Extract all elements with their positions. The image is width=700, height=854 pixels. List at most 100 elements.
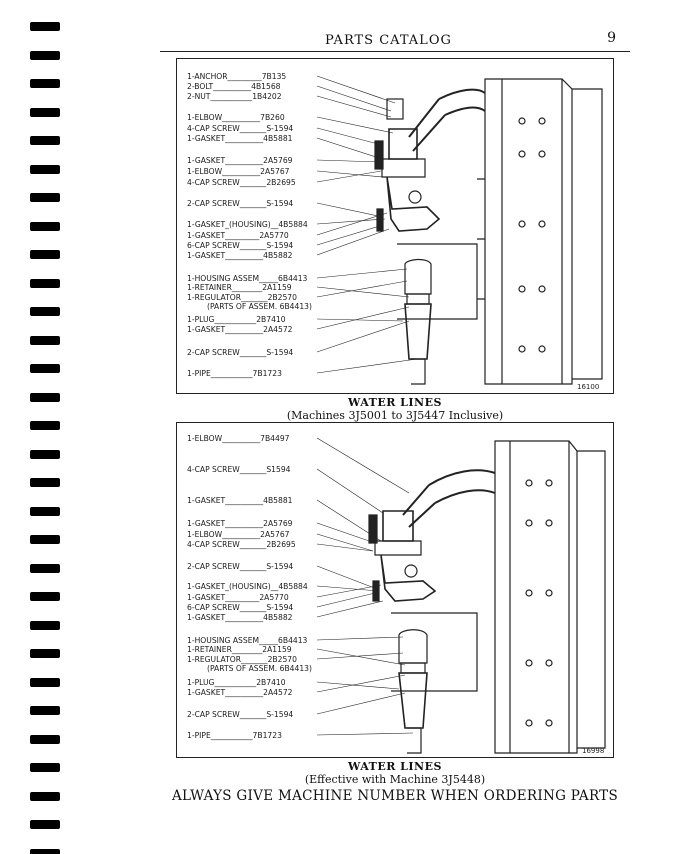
leader-line <box>316 468 384 514</box>
binding-coil <box>30 763 60 772</box>
leader-line <box>316 202 384 218</box>
leader-line <box>316 116 394 134</box>
binding-coil <box>30 449 60 459</box>
leader-line <box>316 692 406 715</box>
leader-line <box>316 585 380 592</box>
leader-lines <box>316 437 414 736</box>
leader-line <box>316 95 392 118</box>
part-label: 2-CAP SCREW_______S-1594 <box>187 562 293 571</box>
part-label: 2-CAP SCREW_______S-1594 <box>187 348 293 357</box>
binding-coil <box>30 193 60 202</box>
part-label: 4-CAP SCREW_______2B2695 <box>187 540 296 549</box>
binding-coil <box>30 79 60 88</box>
part-label: 1-ELBOW__________7B4497 <box>187 434 290 443</box>
binding-coil <box>30 221 60 231</box>
part-label: 1-ELBOW__________2A5767 <box>187 167 290 176</box>
leader-line <box>316 75 396 104</box>
leader-line <box>316 674 406 693</box>
binding-coil <box>30 535 60 544</box>
binding-coil <box>30 136 60 145</box>
leader-line <box>316 320 410 353</box>
page-header: PARTS CATALOG 9 <box>160 30 630 52</box>
leader-line <box>316 170 382 183</box>
binding-coil <box>30 421 60 430</box>
figure-number: 16100 <box>577 383 599 391</box>
binding-coil <box>30 335 60 345</box>
leader-line <box>316 280 408 298</box>
leader-line <box>316 85 392 112</box>
part-label: 1-ANCHOR_________7B135 <box>187 72 286 81</box>
leader-line <box>316 286 410 298</box>
part-label: 1-ELBOW__________7B260 <box>187 113 285 122</box>
leader-line <box>316 318 404 322</box>
part-label: 4-CAP SCREW_______S-1594 <box>187 124 293 133</box>
leader-line <box>316 648 406 666</box>
part-label: 1-RETAINER________2A1159 <box>187 645 292 654</box>
part-label: 1-ELBOW__________2A5767 <box>187 530 290 539</box>
caption-title: WATER LINES <box>348 760 442 773</box>
part-label: 2-NUT___________1B4202 <box>187 92 282 101</box>
binding-coil <box>30 392 60 402</box>
leader-line <box>316 499 382 542</box>
leader-line <box>316 565 378 590</box>
part-label: 1-GASKET__________4B5882 <box>187 613 293 622</box>
binding-coil <box>30 848 60 854</box>
caption-subtitle: (Machines 3J5001 to 3J5447 Inclusive) <box>286 409 504 422</box>
binding-coil <box>30 250 60 259</box>
part-label: 4-CAP SCREW_______S1594 <box>187 465 291 474</box>
leader-line <box>316 522 376 544</box>
leader-line <box>316 228 390 256</box>
ordering-note: ALWAYS GIVE MACHINE NUMBER WHEN ORDERING… <box>171 788 619 804</box>
binding-coil <box>30 592 60 601</box>
leader-line <box>316 543 374 552</box>
part-label: 1-GASKET__________4B5881 <box>187 496 293 505</box>
part-label: 4-CAP SCREW_______2B2695 <box>187 178 296 187</box>
page-number: 9 <box>607 30 616 46</box>
water-lines-diagram-2: 1-ELBOW__________7B4497 4-CAP SCREW______… <box>176 422 614 758</box>
leader-line <box>316 681 400 690</box>
leader-line <box>316 224 384 246</box>
leader-line <box>316 584 382 598</box>
part-label: 1-PLUG___________2B7410 <box>187 678 286 687</box>
part-label: (PARTS OF ASSEM. 6B4413) <box>207 302 312 311</box>
caption-subtitle: (Effective with Machine 3J5448) <box>304 773 486 786</box>
part-label: 1-GASKET_________2A5770 <box>187 593 289 602</box>
leader-line <box>316 600 384 618</box>
leader-line <box>316 212 388 236</box>
binding-coil <box>30 620 60 630</box>
figure-number: 16998 <box>582 747 604 755</box>
binding-coil <box>30 677 60 687</box>
part-label: 1-GASKET_________2A5770 <box>187 231 289 240</box>
part-label: 1-GASKET_(HOUSING)__4B5884 <box>187 220 308 229</box>
engine-block-drawing <box>368 440 606 754</box>
leader-line <box>316 437 410 494</box>
leader-line <box>316 732 414 736</box>
spiral-binding <box>0 0 70 854</box>
part-label: 1-GASKET__________4B5882 <box>187 251 293 260</box>
leader-line <box>316 592 376 608</box>
leader-line <box>316 170 384 178</box>
leader-line <box>316 127 383 146</box>
part-label: 1-PLUG___________2B7410 <box>187 315 286 324</box>
binding-coil <box>30 506 60 516</box>
binding-coil <box>30 820 60 829</box>
diagram-1-drawing: 1-ANCHOR_________7B1352-BOLT__________4B… <box>187 72 603 391</box>
leader-line <box>316 652 404 660</box>
binding-coil <box>30 307 60 316</box>
part-label: 2-CAP SCREW_______S-1594 <box>187 710 293 719</box>
part-label: (PARTS OF ASSEM. 6B4413) <box>207 664 312 673</box>
part-label: 1-HOUSING ASSEM_____6B4413 <box>187 636 308 645</box>
part-label: 1-PIPE___________7B1723 <box>187 731 282 740</box>
part-label: 1-REGULATOR_______2B2570 <box>187 655 297 664</box>
leader-lines <box>316 75 418 374</box>
part-label: 1-GASKET__________2A4572 <box>187 688 293 697</box>
binding-coil <box>30 563 60 573</box>
leader-line <box>316 218 386 225</box>
part-label: 1-GASKET__________4B5881 <box>187 134 293 143</box>
part-label: 1-GASKET__________2A5769 <box>187 156 293 165</box>
part-label: 1-GASKET_(HOUSING)__4B5884 <box>187 582 308 591</box>
binding-coil <box>30 478 60 487</box>
binding-coil <box>30 364 60 373</box>
binding-coil <box>30 164 60 174</box>
